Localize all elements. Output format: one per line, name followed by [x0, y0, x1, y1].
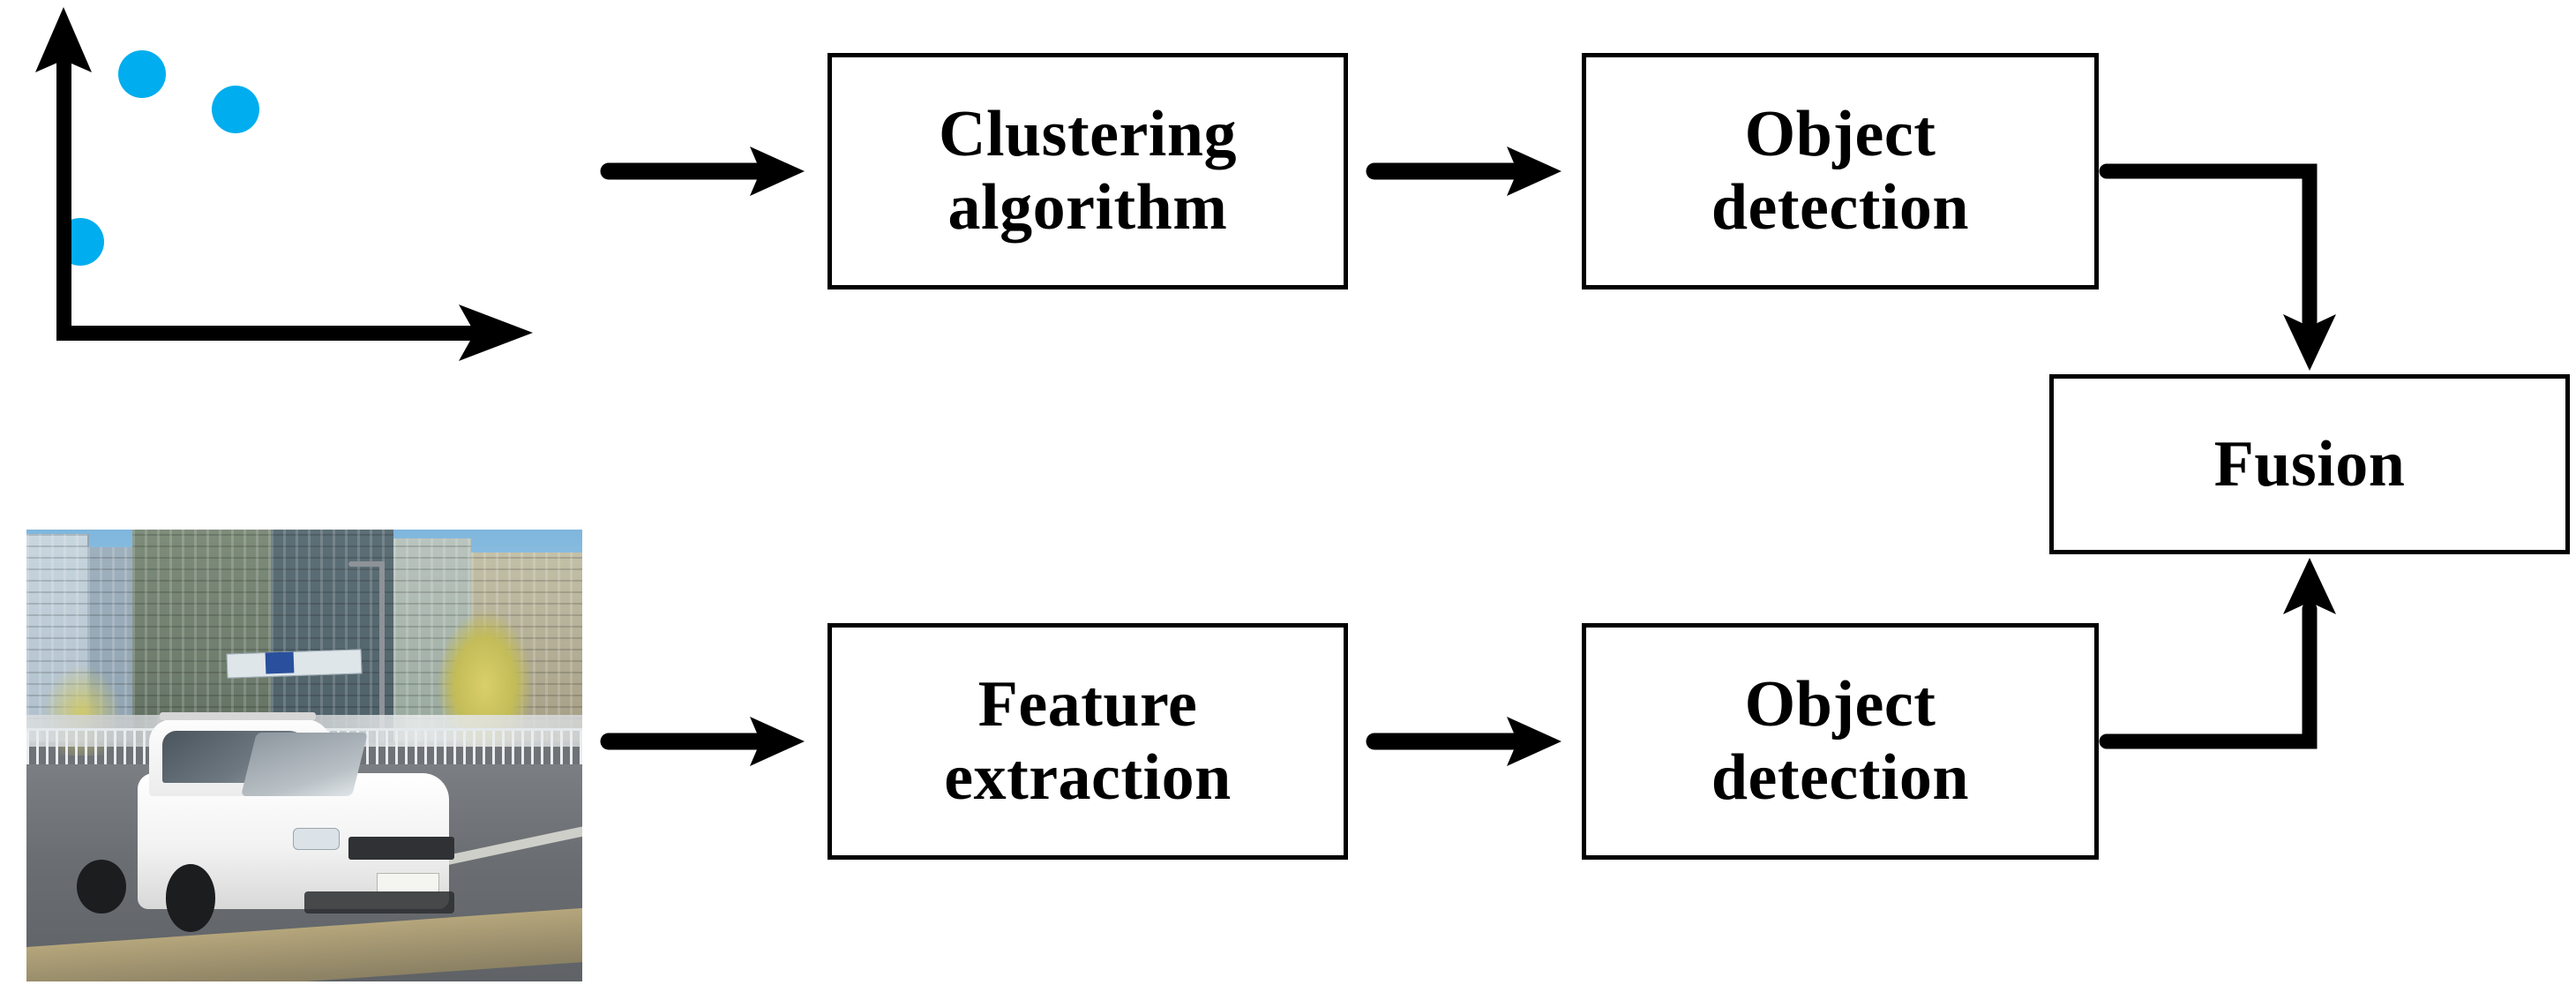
arrow-plot-to-clustering: [600, 147, 805, 196]
scatter-dot: [56, 218, 104, 266]
photo-car-wheel: [76, 859, 127, 914]
process-box-label: Object detection: [1711, 668, 1970, 814]
photo-car-roof-rail: [160, 712, 316, 720]
process-box-label: Feature extraction: [944, 668, 1232, 814]
arrow-photo-to-feature: [600, 717, 805, 766]
arrow-detection-top-to-fusion: [2099, 163, 2336, 371]
photo-street-sign: [265, 651, 294, 674]
scatter-plot-input: [0, 0, 582, 388]
process-box-label: Clustering algorithm: [939, 98, 1237, 244]
photo-car-license-plate: [376, 873, 440, 893]
photo-street-sign: [226, 649, 363, 679]
photo-lamp-post: [348, 560, 383, 567]
scatter-dot: [118, 50, 166, 98]
process-box-label: Object detection: [1711, 98, 1970, 244]
process-box-feature-extraction[interactable]: Feature extraction: [827, 623, 1348, 860]
process-box-clustering-algorithm[interactable]: Clustering algorithm: [827, 53, 1348, 289]
photo-building: [26, 534, 90, 742]
process-box-object-detection-bottom[interactable]: Object detection: [1582, 623, 2099, 860]
arrow-clustering-to-detection: [1366, 147, 1561, 196]
photo-car-grille: [348, 837, 455, 860]
process-box-object-detection-top[interactable]: Object detection: [1582, 53, 2099, 289]
process-box-label: Fusion: [2213, 427, 2406, 500]
arrow-feature-to-detection: [1366, 717, 1561, 766]
street-scene-photo: [26, 530, 582, 981]
photo-car-headlight: [293, 827, 340, 850]
photo-lamp-post: [379, 560, 385, 742]
process-box-fusion[interactable]: Fusion: [2049, 374, 2570, 554]
photo-building: [131, 530, 272, 742]
scatter-dot: [212, 86, 259, 133]
arrow-detection-bottom-to-fusion: [2099, 558, 2336, 749]
photo-car-wheel: [165, 863, 216, 932]
photo-car-bumper: [304, 891, 455, 914]
photo-car-windshield: [241, 733, 368, 797]
